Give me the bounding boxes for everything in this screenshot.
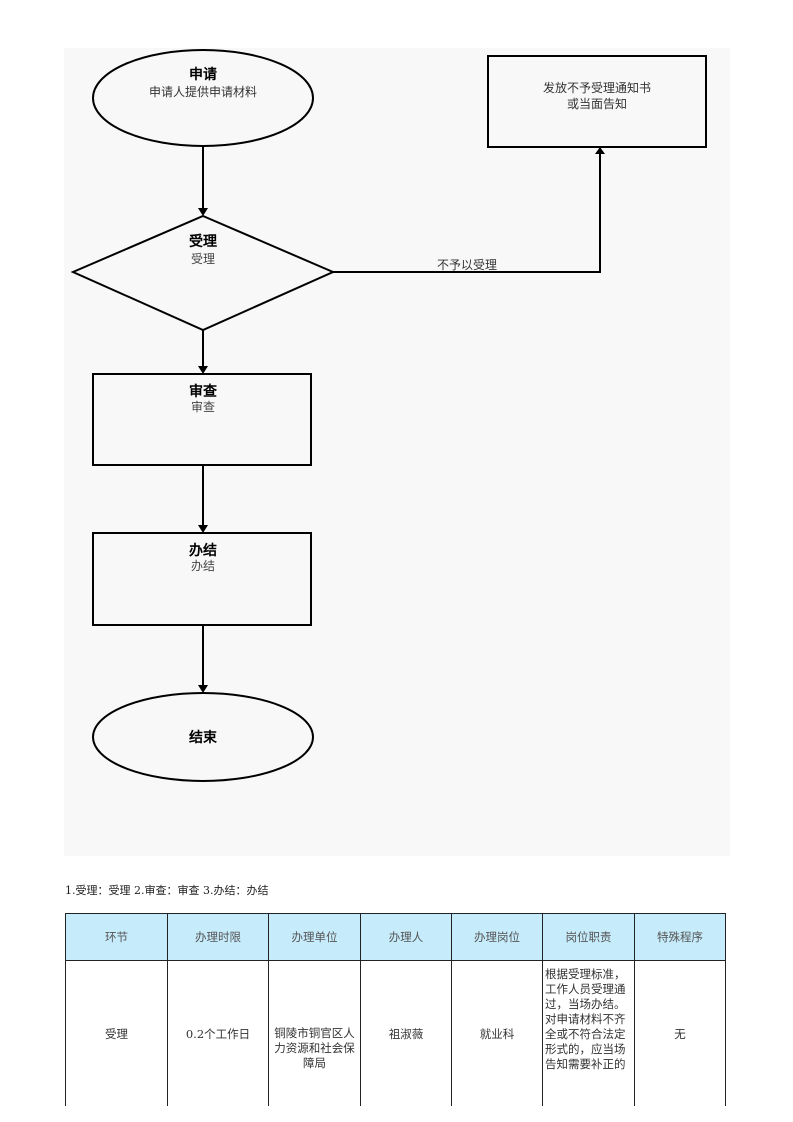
cell-handler: 祖淑薇: [360, 960, 452, 1106]
cell-post: 就业科: [451, 960, 543, 1106]
apply-title: 申请: [189, 66, 217, 83]
accept-title: 受理: [189, 233, 217, 250]
header-special: 特殊程序: [634, 913, 726, 961]
end-title: 结束: [189, 729, 218, 746]
cell-time-limit: 0.2个工作日: [167, 960, 269, 1106]
header-post: 办理岗位: [451, 913, 543, 961]
cell-duty: 根据受理标准，工作人员受理通过，当场办结。对申请材料不齐全或不符合法定形式的，应…: [542, 960, 635, 1106]
flowchart: 申请 申请人提供申请材料 受理 受理 不予以受理 发放不予受理通知书 或当面告知…: [64, 48, 730, 856]
review-desc: 审查: [191, 399, 215, 414]
reject-line2: 或当面告知: [567, 97, 627, 111]
cell-stage: 受理: [65, 960, 168, 1106]
process-node-finish: [92, 532, 312, 626]
decision-node-accept: [70, 214, 336, 332]
reject-line1: 发放不予受理通知书: [543, 80, 651, 95]
apply-desc: 申请人提供申请材料: [149, 84, 257, 99]
header-time-limit: 办理时限: [167, 913, 269, 961]
header-unit: 办理单位: [268, 913, 361, 961]
start-node-apply: [92, 49, 314, 147]
finish-desc: 办结: [191, 558, 215, 573]
header-stage: 环节: [65, 913, 168, 961]
table-row: 受理 0.2个工作日 铜陵市铜官区人力资源和社会保障局 祖淑薇 就业科 根据受理…: [65, 960, 726, 1106]
cell-unit: 铜陵市铜官区人力资源和社会保障局: [268, 960, 361, 1106]
accept-desc: 受理: [191, 252, 215, 266]
review-title: 审查: [189, 383, 218, 400]
process-node-review: [92, 373, 312, 466]
cell-special: 无: [634, 960, 726, 1106]
step-caption: 1.受理：受理 2.审查：审查 3.办结：办结: [65, 884, 269, 897]
finish-title: 办结: [189, 542, 217, 559]
header-duty: 岗位职责: [542, 913, 635, 961]
end-node: [92, 692, 314, 782]
arrow-reject: [333, 150, 601, 273]
table-header-row: 环节 办理时限 办理单位 办理人 办理岗位 岗位职责 特殊程序: [65, 913, 726, 961]
process-table: 环节 办理时限 办理单位 办理人 办理岗位 岗位职责 特殊程序 受理 0.2个工…: [65, 913, 726, 1106]
reject-box: [487, 55, 707, 148]
header-handler: 办理人: [360, 913, 452, 961]
reject-label: 不予以受理: [437, 258, 497, 272]
